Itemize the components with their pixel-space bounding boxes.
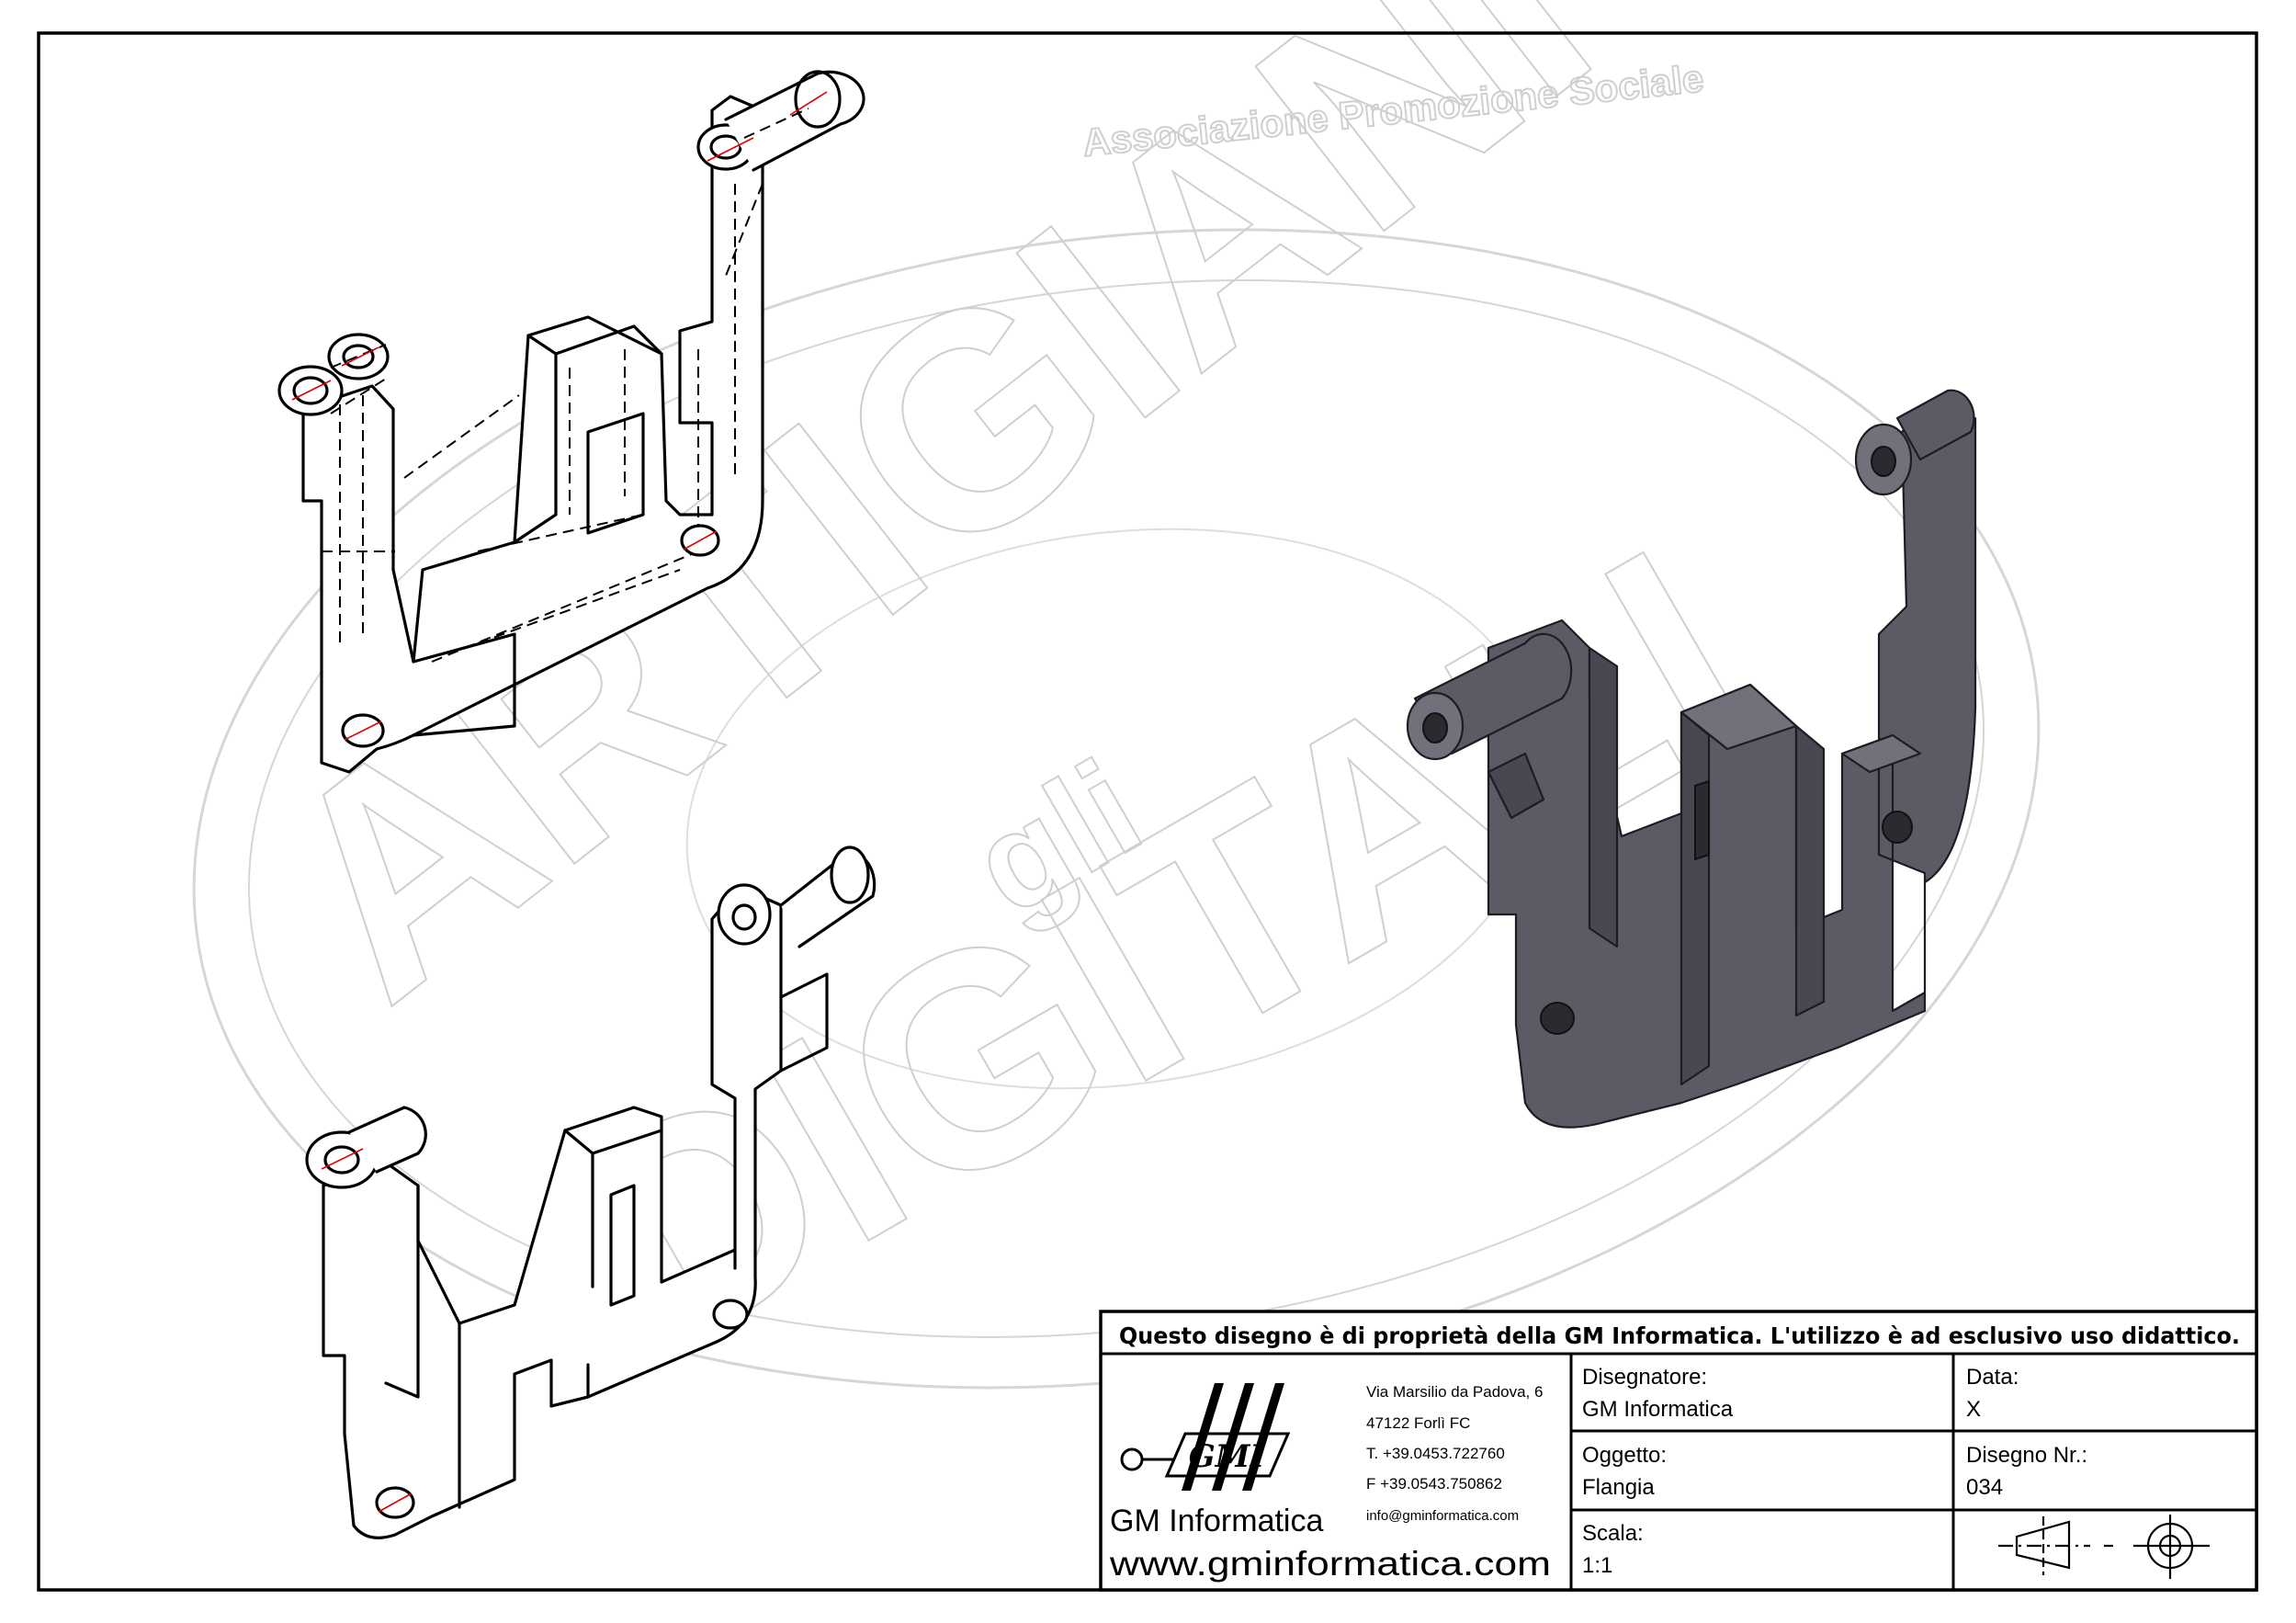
hidden-view-shaft-end <box>794 70 842 129</box>
hidden-view-shaft-hidden <box>725 108 809 277</box>
title-block-frame <box>1099 1310 2258 1592</box>
date-label: Data: <box>1966 1365 2019 1390</box>
center-line <box>344 721 382 741</box>
center-line <box>707 137 754 162</box>
hidden-view-rib-top <box>554 324 663 356</box>
scale-value: 1:1 <box>1582 1553 1612 1578</box>
ownership-notice: Questo disegno è di proprietà della GM I… <box>1119 1322 2240 1349</box>
shaded-left-shaft-hole <box>1422 712 1448 743</box>
gmi-logo: GMI <box>1120 1383 1291 1491</box>
company-address-line2: 47122 Forlì FC <box>1366 1414 1470 1432</box>
shaded-hole-bottom <box>1540 1002 1575 1035</box>
hidden-view-rib-front <box>513 334 558 544</box>
logo-dot <box>1120 1447 1144 1471</box>
center-line <box>378 1492 413 1513</box>
scale-label: Scala: <box>1582 1521 1644 1546</box>
drawing-number-label: Disegno Nr.: <box>1966 1443 2087 1468</box>
company-fax: F +39.0543.750862 <box>1366 1475 1502 1492</box>
hidden-view-left-pin <box>327 333 390 380</box>
hidden-edges <box>322 184 736 663</box>
object-label: Oggetto: <box>1582 1443 1667 1468</box>
shaded-left-rib <box>1487 752 1545 820</box>
title-block: Questo disegno è di proprietà della GM I… <box>1099 1310 2258 1592</box>
visible-view-hole-right <box>712 1299 749 1330</box>
shaded-hole-right <box>1882 811 1913 844</box>
shaded-slot <box>1694 779 1710 861</box>
designer-value: GM Informatica <box>1582 1397 1734 1422</box>
company-website: www.gminformatica.com <box>1109 1545 1551 1583</box>
center-line <box>683 530 718 550</box>
shaded-right-boss-hole <box>1871 446 1896 477</box>
center-line <box>341 346 379 367</box>
visible-view-right-hole <box>731 903 757 931</box>
company-email: info@gminformatica.com <box>1366 1508 1519 1524</box>
center-line <box>321 1148 364 1170</box>
hidden-view-outline <box>301 95 764 774</box>
company-phone: T. +39.0453.722760 <box>1366 1445 1505 1462</box>
hidden-view-left-pin-hidden <box>330 344 387 414</box>
center-line <box>291 380 332 401</box>
company-address-line1: Via Marsilio da Padova, 6 <box>1366 1383 1543 1401</box>
logo-text: GMI <box>1189 1438 1266 1475</box>
center-line <box>789 91 828 116</box>
projection-method-icon <box>1998 1515 2210 1579</box>
isometric-shaded-view <box>1406 389 1977 1129</box>
shaded-top-faces <box>1680 683 1922 774</box>
visible-view-slot <box>609 1184 636 1307</box>
isometric-visible-line-view <box>305 846 877 1539</box>
hidden-view-shaft <box>724 70 865 172</box>
object-value: Flangia <box>1582 1475 1655 1500</box>
visible-view-step-edges <box>549 972 829 1408</box>
drawing-number-value: 034 <box>1966 1475 2003 1500</box>
visible-view-left-pin <box>347 1106 427 1174</box>
isometric-hidden-line-view <box>277 70 865 774</box>
visible-view-outline <box>322 885 783 1539</box>
hidden-view-right-boss-hole <box>709 134 742 160</box>
hidden-view-left-pin-hole <box>342 344 375 369</box>
shaded-right-pin <box>1895 389 1975 461</box>
visible-view-shaft-end <box>830 846 870 904</box>
company-name: GM Informatica <box>1110 1504 1323 1538</box>
designer-label: Disegnatore: <box>1582 1365 1707 1390</box>
visible-view-edges <box>384 1129 663 1509</box>
date-value: X <box>1966 1397 1981 1422</box>
